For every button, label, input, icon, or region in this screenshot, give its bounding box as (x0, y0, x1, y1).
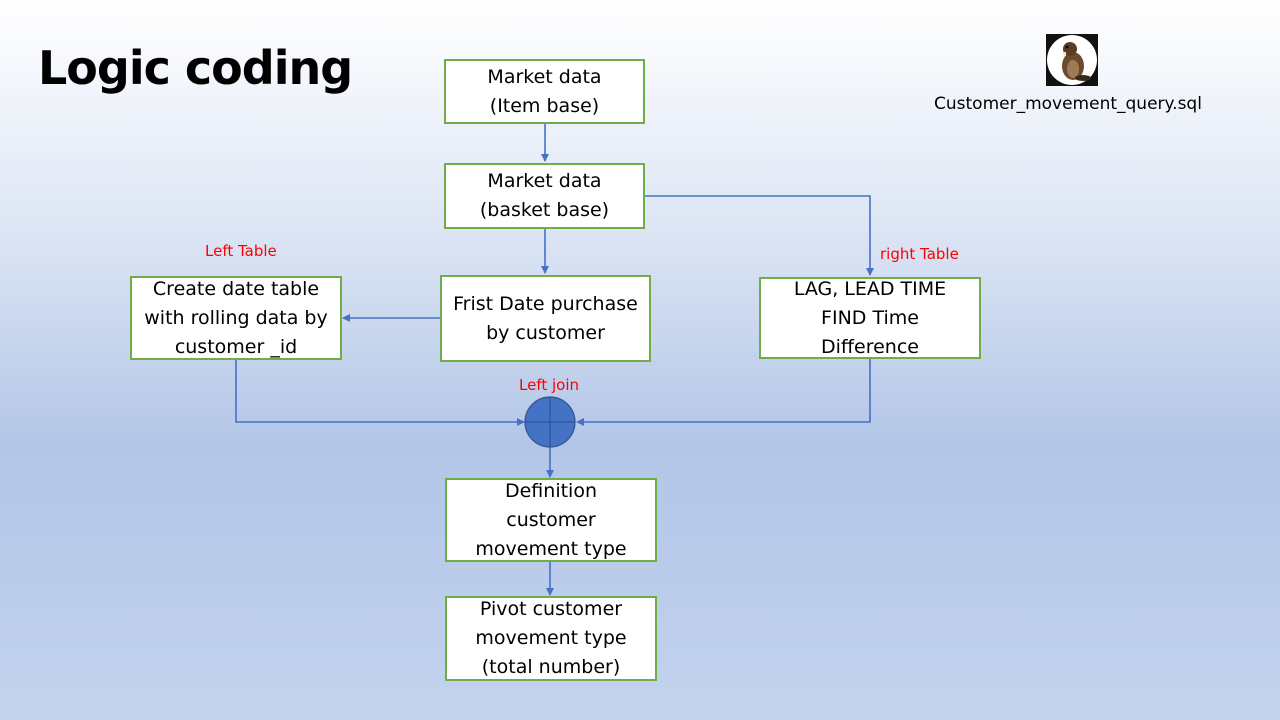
node-create-date-table: Create date table with rolling data by c… (130, 276, 342, 360)
beaver-logo-icon (1046, 34, 1098, 86)
left-join-symbol (524, 396, 576, 448)
node-lag-lead-time: LAG, LEAD TIME FIND Time Difference (759, 277, 981, 359)
label-left-join: Left join (519, 376, 580, 394)
sql-file-name: Customer_movement_query.sql (934, 94, 1202, 114)
node-pivot-movement-type: Pivot customer movement type (total numb… (445, 596, 657, 681)
arrow-date-table-to-join (235, 359, 525, 426)
node-definition-movement-type: Definition customer movement type (445, 478, 657, 562)
node-market-data-item-base: Market data (Item base) (444, 59, 645, 124)
arrow-lag-lead-to-join (576, 357, 871, 426)
label-left-table: Left Table (205, 242, 277, 260)
arrow-basket-to-lag-lead (644, 195, 874, 276)
label-right-table: right Table (880, 245, 959, 263)
node-first-date-purchase: Frist Date purchase by customer (440, 275, 651, 362)
node-market-data-basket-base: Market data (basket base) (444, 163, 645, 229)
slide-title: Logic coding (38, 41, 353, 95)
